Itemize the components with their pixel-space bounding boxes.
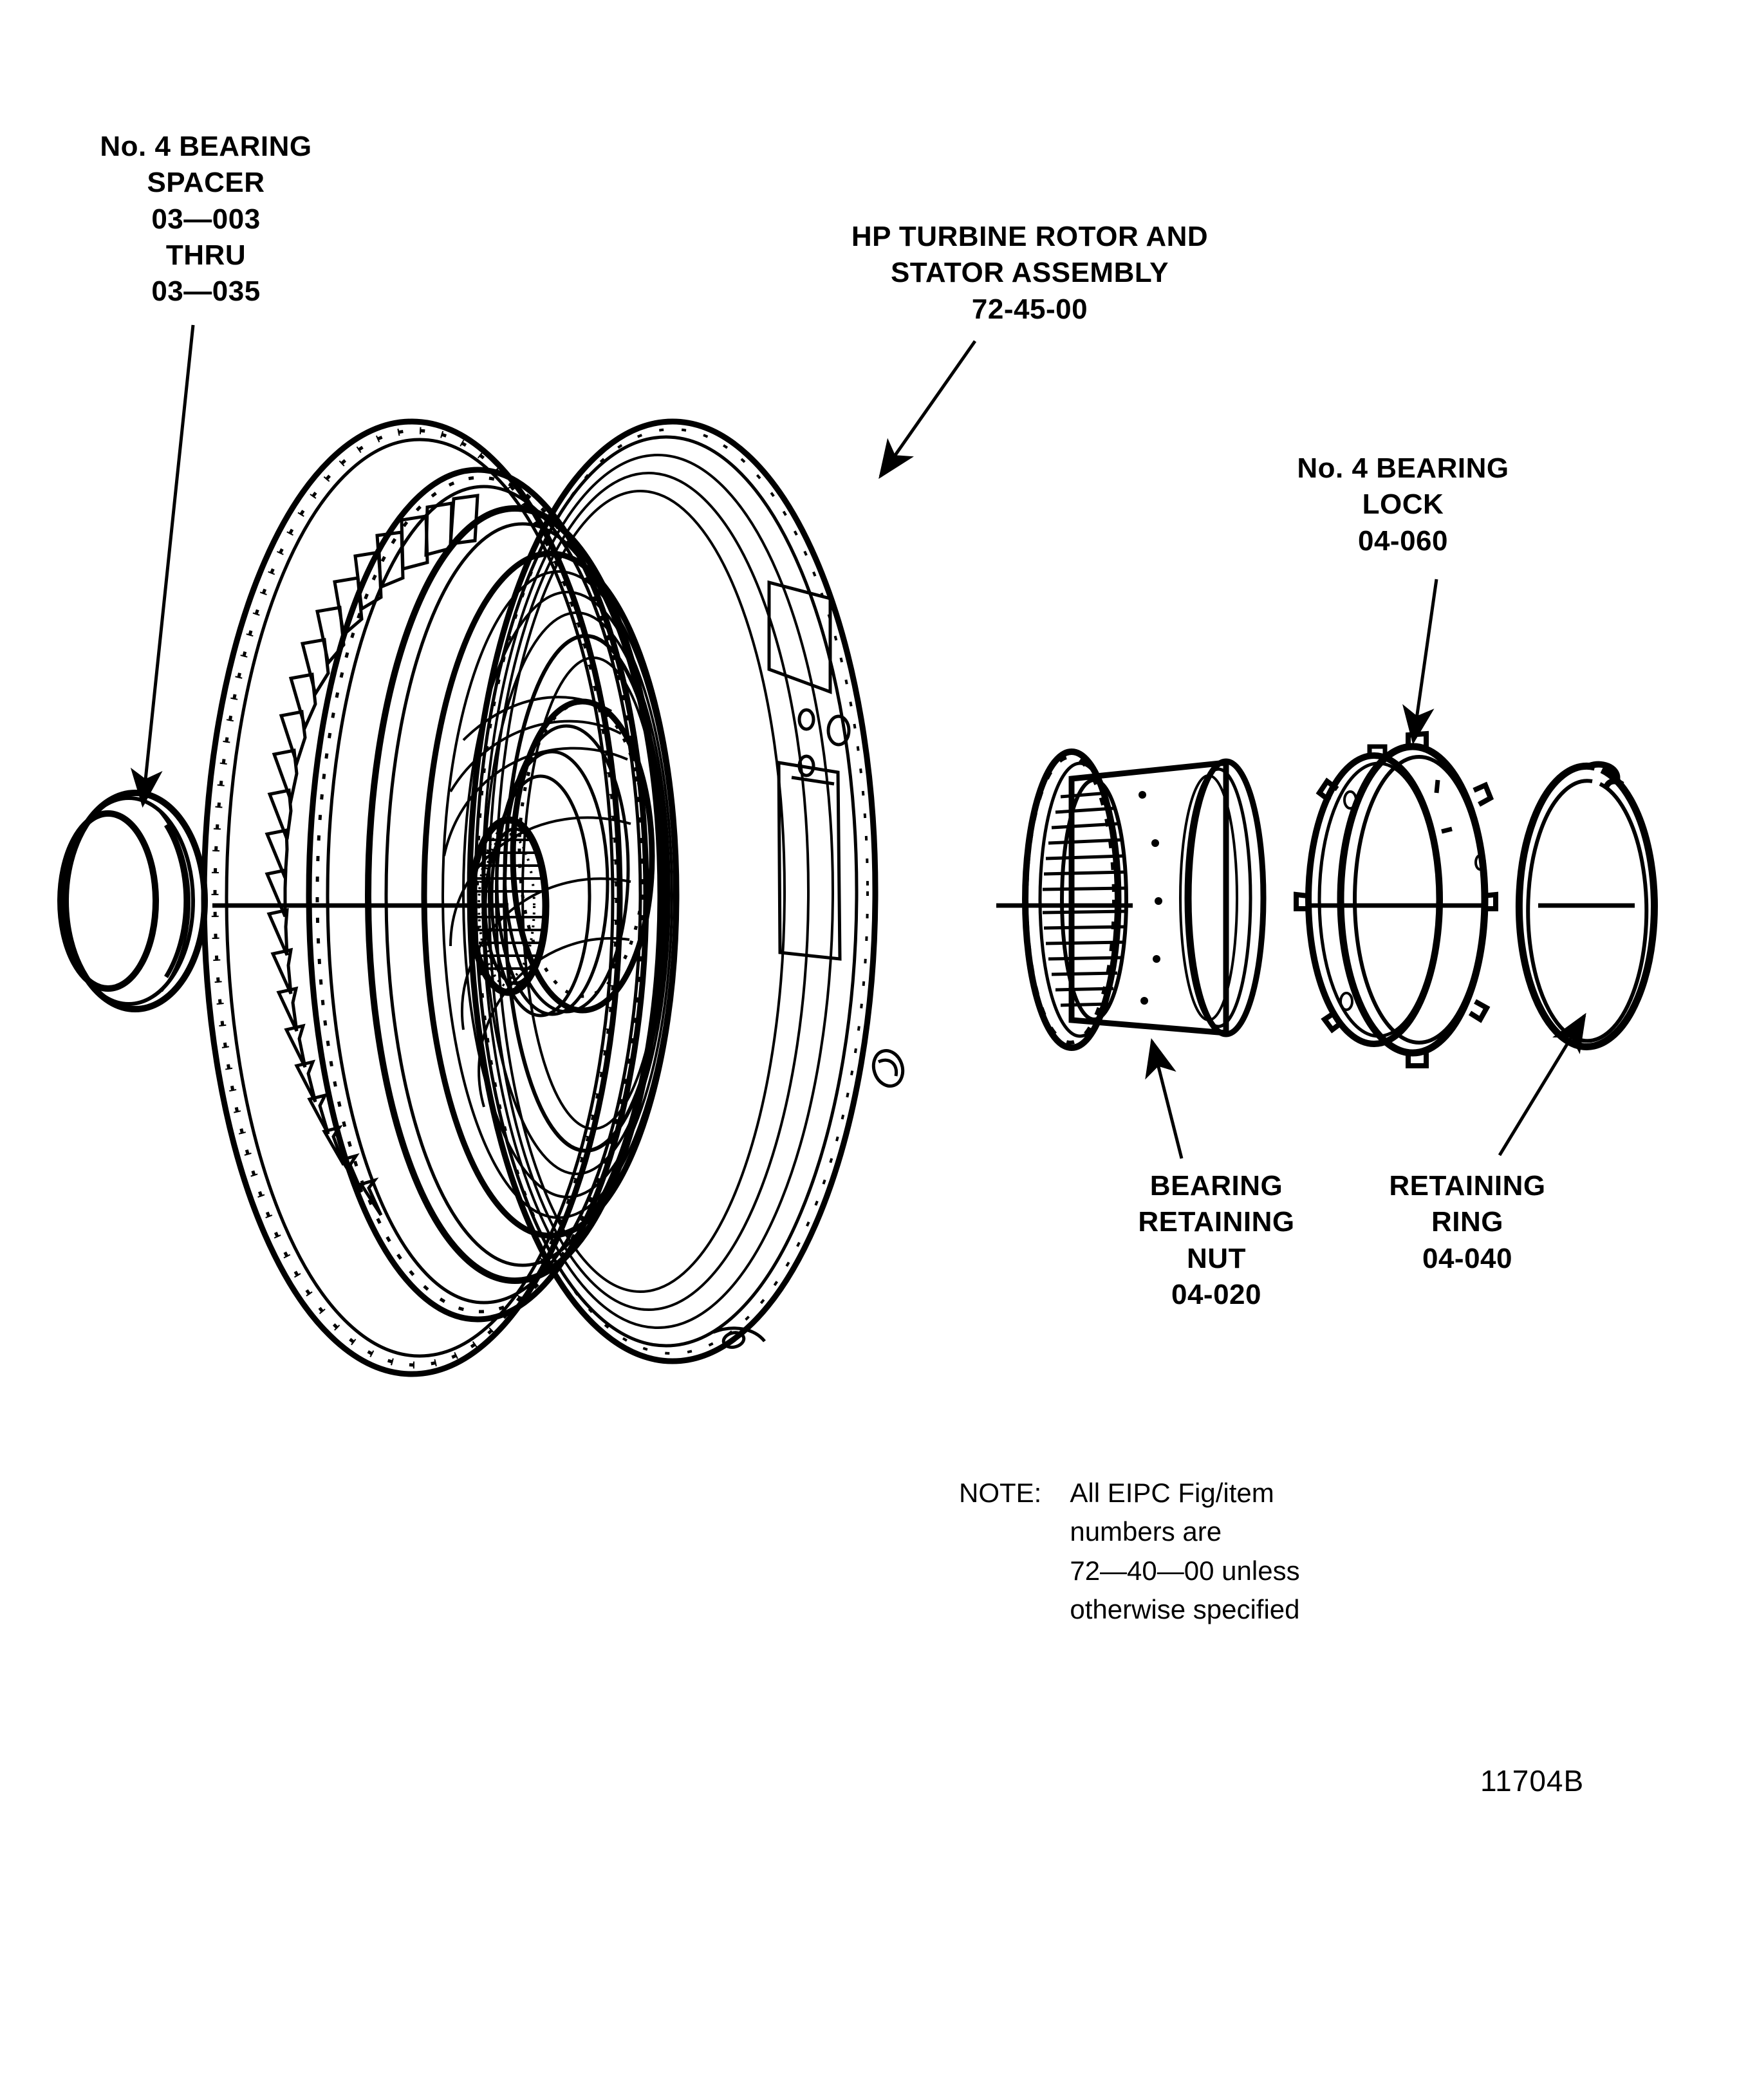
bore-spline-teeth [478, 823, 547, 989]
callout-bearing-spacer: No. 4 BEARING SPACER 03—003 THRU 03—035 [100, 131, 312, 308]
note-text: All EIPC Fig/item numbers are 72—40—00 u… [1070, 1478, 1300, 1625]
leader-lines [130, 324, 1586, 1159]
part-hp-turbine-rotor-stator [201, 418, 905, 1377]
part-retaining-ring [1515, 761, 1658, 1050]
note-label: NOTE: [959, 1478, 1042, 1508]
leader-retaining-nut [1145, 1038, 1184, 1159]
nut-internal-threads [1042, 791, 1127, 1007]
leader-spacer [130, 324, 195, 808]
hub-assembly [467, 698, 655, 1017]
front-rim-hole-band [211, 427, 620, 1369]
leader-bearing-lock [1402, 579, 1438, 745]
rim-detail-marks [712, 1049, 905, 1349]
part-bearing-lock [1294, 730, 1498, 1068]
rear-flange-small-holes [797, 708, 851, 777]
rear-flange-windows [767, 580, 842, 961]
leader-hp-turbine [879, 340, 977, 479]
lock-inner-tabs [1367, 744, 1453, 834]
note-block: NOTE: All EIPC Fig/item numbers are 72—4… [959, 1474, 1300, 1630]
lock-tabs [1294, 730, 1498, 1068]
shroud-hole-band [315, 476, 645, 1314]
callout-bearing-retaining-nut: BEARING RETAINING NUT 04-020 [1138, 1170, 1295, 1310]
callout-retaining-ring: RETAINING RING 04-040 [1389, 1170, 1546, 1274]
nut-castellations [1025, 755, 1116, 1045]
lock-holes [1339, 790, 1486, 1011]
nut-face-dimples [1139, 791, 1162, 1005]
part-bearing-retaining-nut [1022, 748, 1267, 1051]
figure-number: 11704B [1480, 1764, 1585, 1798]
callout-bearing-lock: No. 4 BEARING LOCK 04-060 [1297, 452, 1509, 557]
bore-hatch [475, 839, 546, 970]
part-bearing-spacer [57, 790, 208, 1012]
hub-spline-band [517, 701, 647, 998]
callout-hp-turbine-rotor-stator: HP TURBINE ROTOR AND STATOR ASSEMBLY 72-… [851, 221, 1209, 325]
rear-flange-bolt-holes [476, 428, 869, 1355]
turbine-blade-ring [265, 494, 665, 1284]
